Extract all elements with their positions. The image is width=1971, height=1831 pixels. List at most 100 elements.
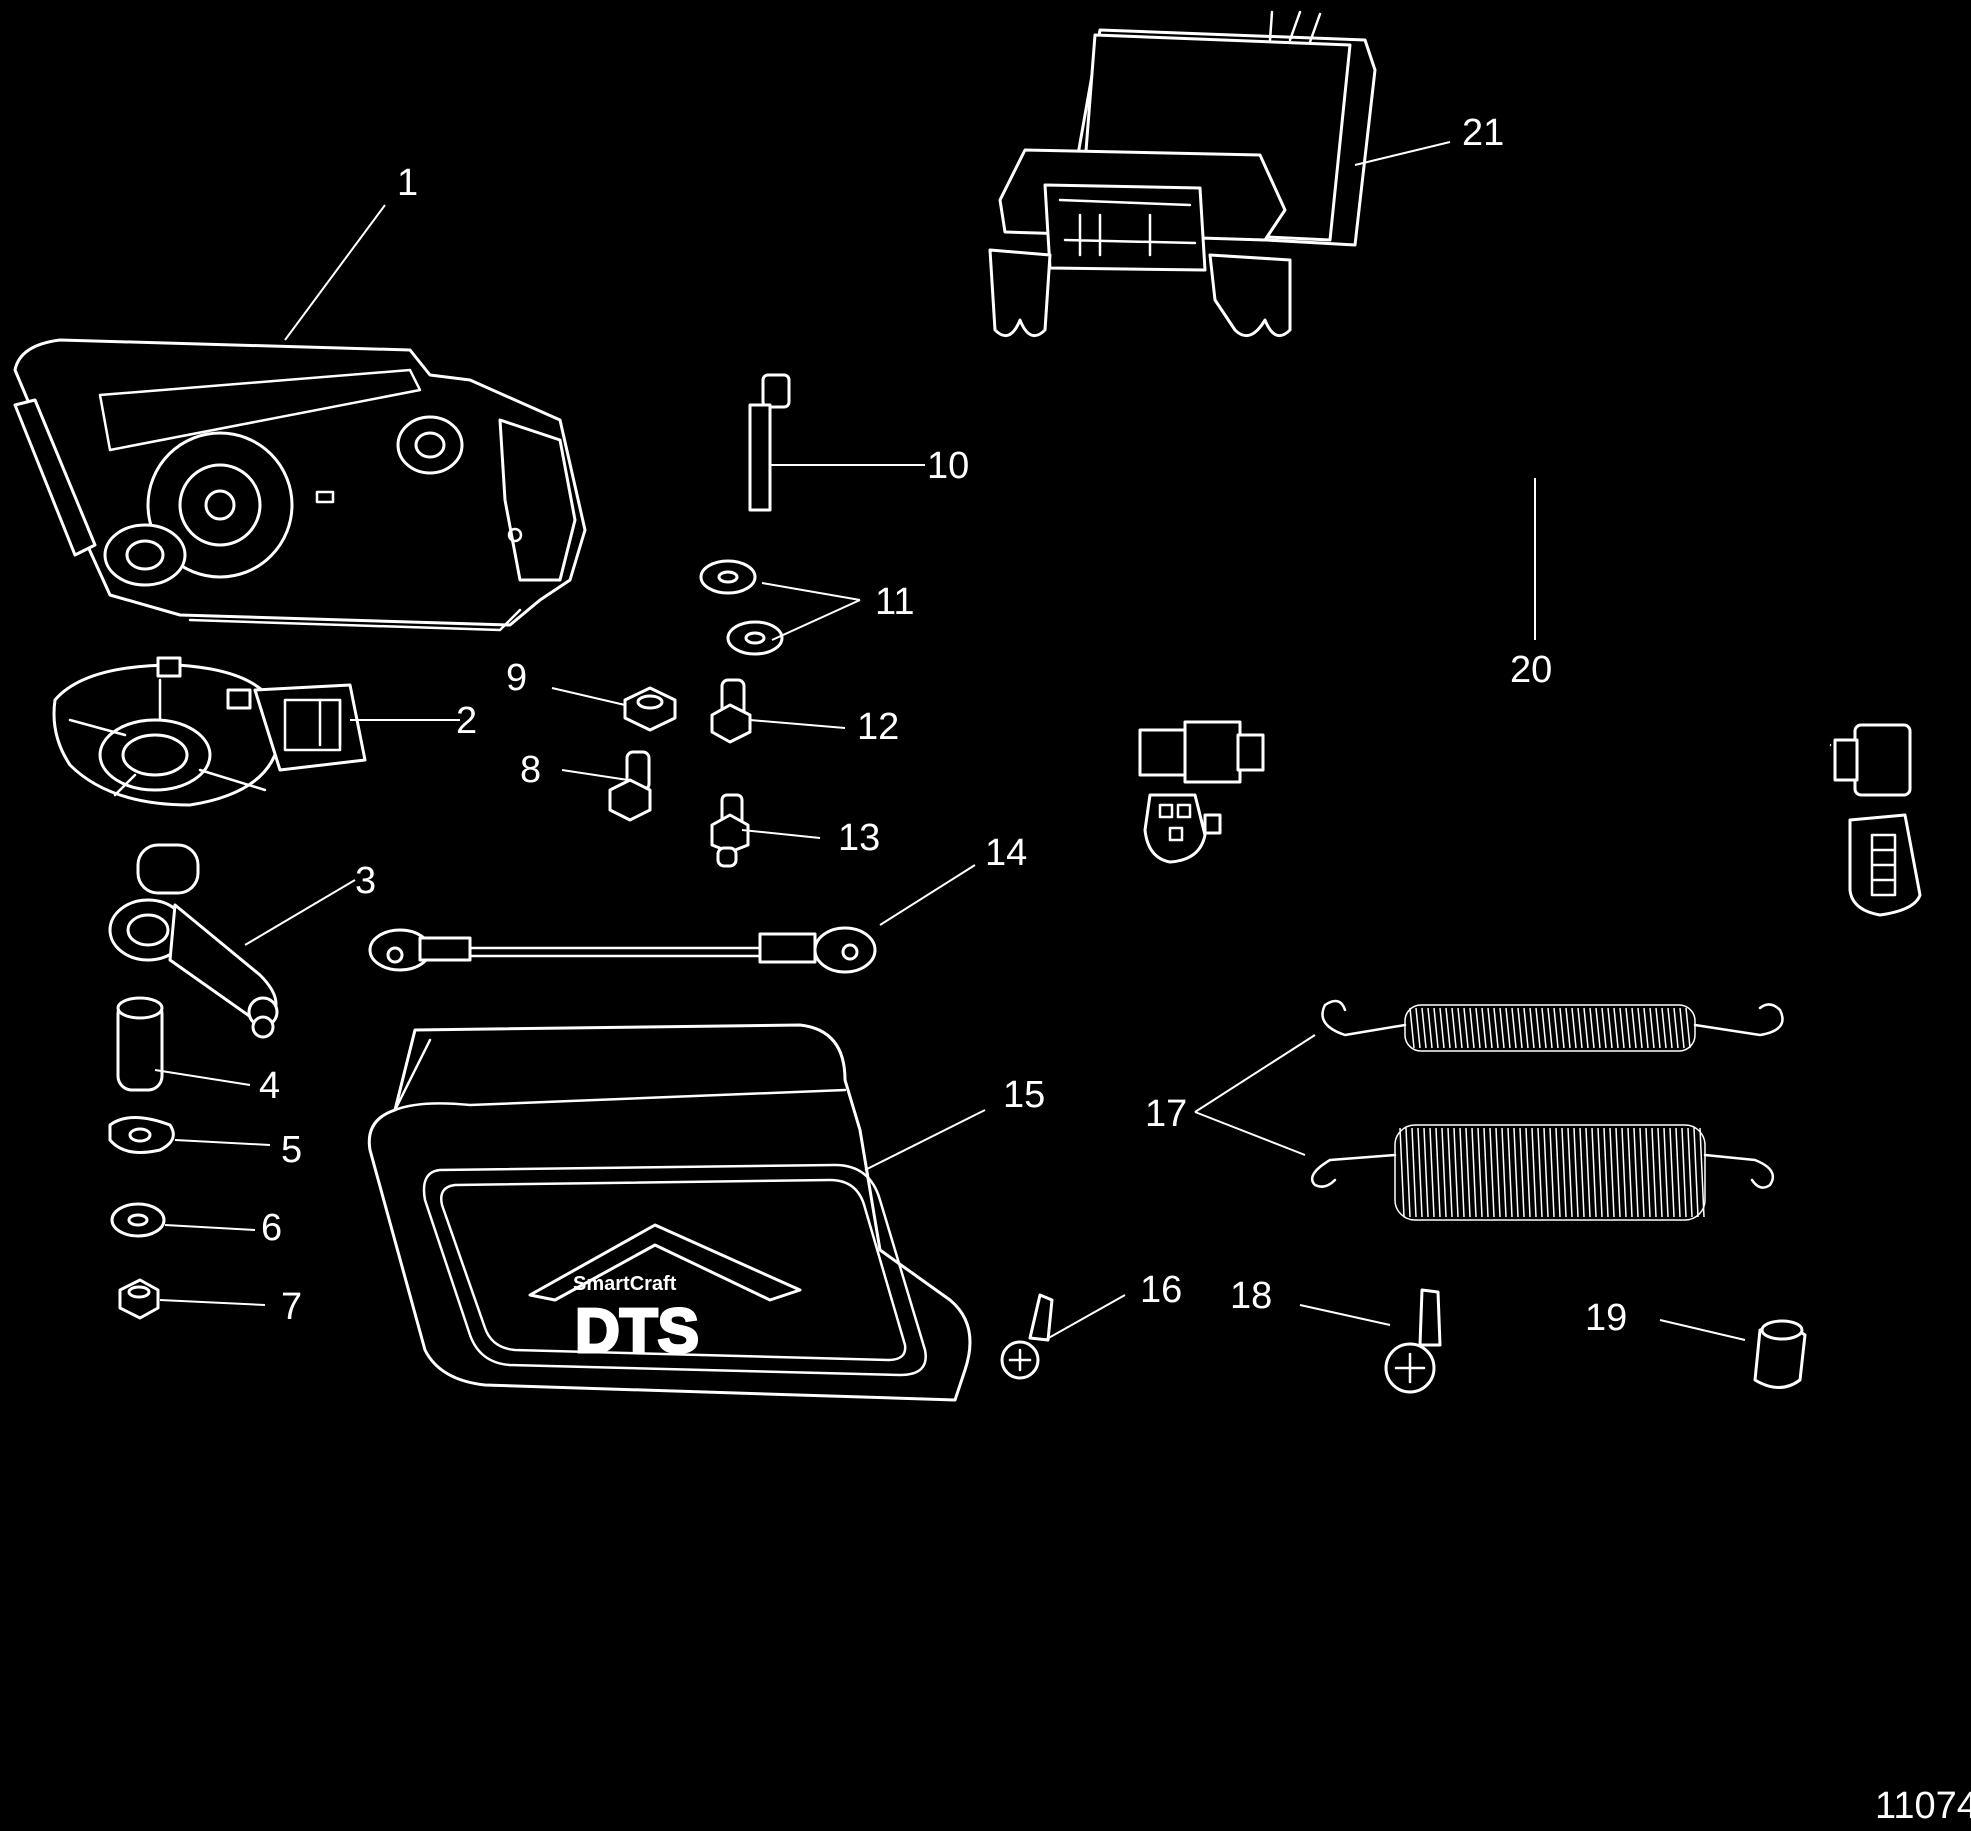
- spring-coil-turn: [1645, 1127, 1651, 1218]
- spring-coil-turn: [1505, 1007, 1511, 1049]
- callout-8: 8: [520, 749, 541, 791]
- spring-coil-turn: [1673, 1007, 1679, 1049]
- part-10-bolt: [748, 373, 791, 512]
- callout-17: 17: [1145, 1093, 1187, 1135]
- callout-19: 19: [1585, 1297, 1627, 1339]
- spring-coil-turn: [1597, 1127, 1603, 1218]
- spring-coil-turn: [1499, 1007, 1505, 1049]
- spring-coil-turn: [1565, 1007, 1571, 1049]
- callout-14: 14: [985, 832, 1027, 874]
- spring-coil-turn: [1441, 1127, 1447, 1218]
- spring-coil-turn: [1675, 1127, 1681, 1218]
- spring-coils: [1399, 1007, 1705, 1218]
- callout-20: 20: [1510, 649, 1552, 691]
- spring-coil-turn: [1507, 1127, 1513, 1218]
- part-15-cover: SmartCraft DTS: [367, 1023, 972, 1402]
- spring-coil-turn: [1601, 1007, 1607, 1049]
- spring-coil-turn: [1433, 1007, 1439, 1049]
- spring-coil-turn: [1639, 1127, 1645, 1218]
- callout-21: 21: [1462, 112, 1504, 154]
- spring-coil-turn: [1595, 1007, 1601, 1049]
- spring-coil-turn: [1621, 1127, 1627, 1218]
- part-12-screw: [710, 678, 752, 744]
- spring-coil-turn: [1609, 1127, 1615, 1218]
- spring-coil-turn: [1543, 1127, 1549, 1218]
- spring-coil-turn: [1547, 1007, 1553, 1049]
- spring-coil-turn: [1681, 1127, 1687, 1218]
- part-17-springs: [1310, 999, 1784, 1221]
- spring-upper: [1321, 999, 1784, 1052]
- part-1-bracket-plate: [13, 338, 587, 632]
- spring-coil-turn: [1411, 1127, 1417, 1218]
- spring-coil-turn: [1535, 1007, 1541, 1049]
- part-6-flat-washer: [110, 1202, 166, 1238]
- part-19-spacer: [1753, 1319, 1807, 1389]
- spring-coil-turn: [1427, 1007, 1433, 1049]
- part-18-screw: [1384, 1288, 1442, 1394]
- part-14-link-rod: [368, 926, 877, 974]
- callout-3: 3: [355, 860, 376, 902]
- spring-coil-turn: [1657, 1127, 1663, 1218]
- spring-coil-turn: [1627, 1127, 1633, 1218]
- spring-coil-turn: [1459, 1127, 1465, 1218]
- spring-coil-turn: [1583, 1007, 1589, 1049]
- spring-coil-turn: [1405, 1127, 1411, 1218]
- callout-16: 16: [1140, 1269, 1182, 1311]
- part-3-lever-arm: [108, 843, 279, 1039]
- spring-coil-turn: [1415, 1007, 1421, 1049]
- spring-coil-turn: [1541, 1007, 1547, 1049]
- callout-7: 7: [281, 1286, 302, 1328]
- spring-coil-turn: [1487, 1007, 1493, 1049]
- spring-coil-turn: [1649, 1007, 1655, 1049]
- spring-coil-turn: [1511, 1007, 1517, 1049]
- callout-9: 9: [506, 657, 527, 699]
- spring-coil-turn: [1447, 1127, 1453, 1218]
- spring-coil-turn: [1561, 1127, 1567, 1218]
- spring-coil-turn: [1435, 1127, 1441, 1218]
- spring-coil-turn: [1679, 1007, 1685, 1049]
- spring-coil-turn: [1429, 1127, 1435, 1218]
- spring-coil-turn: [1661, 1007, 1667, 1049]
- callout-15: 15: [1003, 1074, 1045, 1116]
- spring-lower: [1310, 1124, 1775, 1221]
- spring-coil-turn: [1471, 1127, 1477, 1218]
- leader-lines: [154, 141, 1746, 1341]
- callout-5: 5: [281, 1129, 302, 1171]
- part-11-washers: [699, 559, 784, 656]
- callout-10: 10: [927, 445, 969, 487]
- spring-coil-turn: [1651, 1127, 1657, 1218]
- spring-coil-turn: [1421, 1007, 1427, 1049]
- spring-coil-turn: [1573, 1127, 1579, 1218]
- spring-coil-turn: [1525, 1127, 1531, 1218]
- spring-coil-turn: [1669, 1127, 1675, 1218]
- part-9-nut: [623, 686, 677, 732]
- spring-coil-turn: [1633, 1127, 1639, 1218]
- spring-coil-turn: [1423, 1127, 1429, 1218]
- spring-coil-turn: [1519, 1127, 1525, 1218]
- callout-11: 11: [875, 581, 914, 623]
- spring-coil-turn: [1501, 1127, 1507, 1218]
- part-5-washer: [108, 1116, 175, 1154]
- spring-coil-turn: [1643, 1007, 1649, 1049]
- spring-coil-turn: [1555, 1127, 1561, 1218]
- spring-coil-turn: [1607, 1007, 1613, 1049]
- spring-coil-turn: [1439, 1007, 1445, 1049]
- part-21-control-module: [988, 10, 1377, 338]
- spring-coil-turn: [1529, 1007, 1535, 1049]
- spring-coil-turn: [1537, 1127, 1543, 1218]
- spring-coil-turn: [1517, 1007, 1523, 1049]
- spring-coil-turn: [1687, 1127, 1693, 1218]
- spring-coil-turn: [1571, 1007, 1577, 1049]
- spring-coil-turn: [1417, 1127, 1423, 1218]
- spring-coil-turn: [1567, 1127, 1573, 1218]
- callout-2: 2: [456, 700, 477, 742]
- part-8-screw: [608, 750, 652, 822]
- spring-coil-turn: [1465, 1127, 1471, 1218]
- callout-13: 13: [838, 817, 880, 859]
- spring-coil-turn: [1585, 1127, 1591, 1218]
- part-7-nut: [118, 1278, 160, 1320]
- callout-6: 6: [261, 1207, 282, 1249]
- part-20-harness: [1138, 440, 1922, 917]
